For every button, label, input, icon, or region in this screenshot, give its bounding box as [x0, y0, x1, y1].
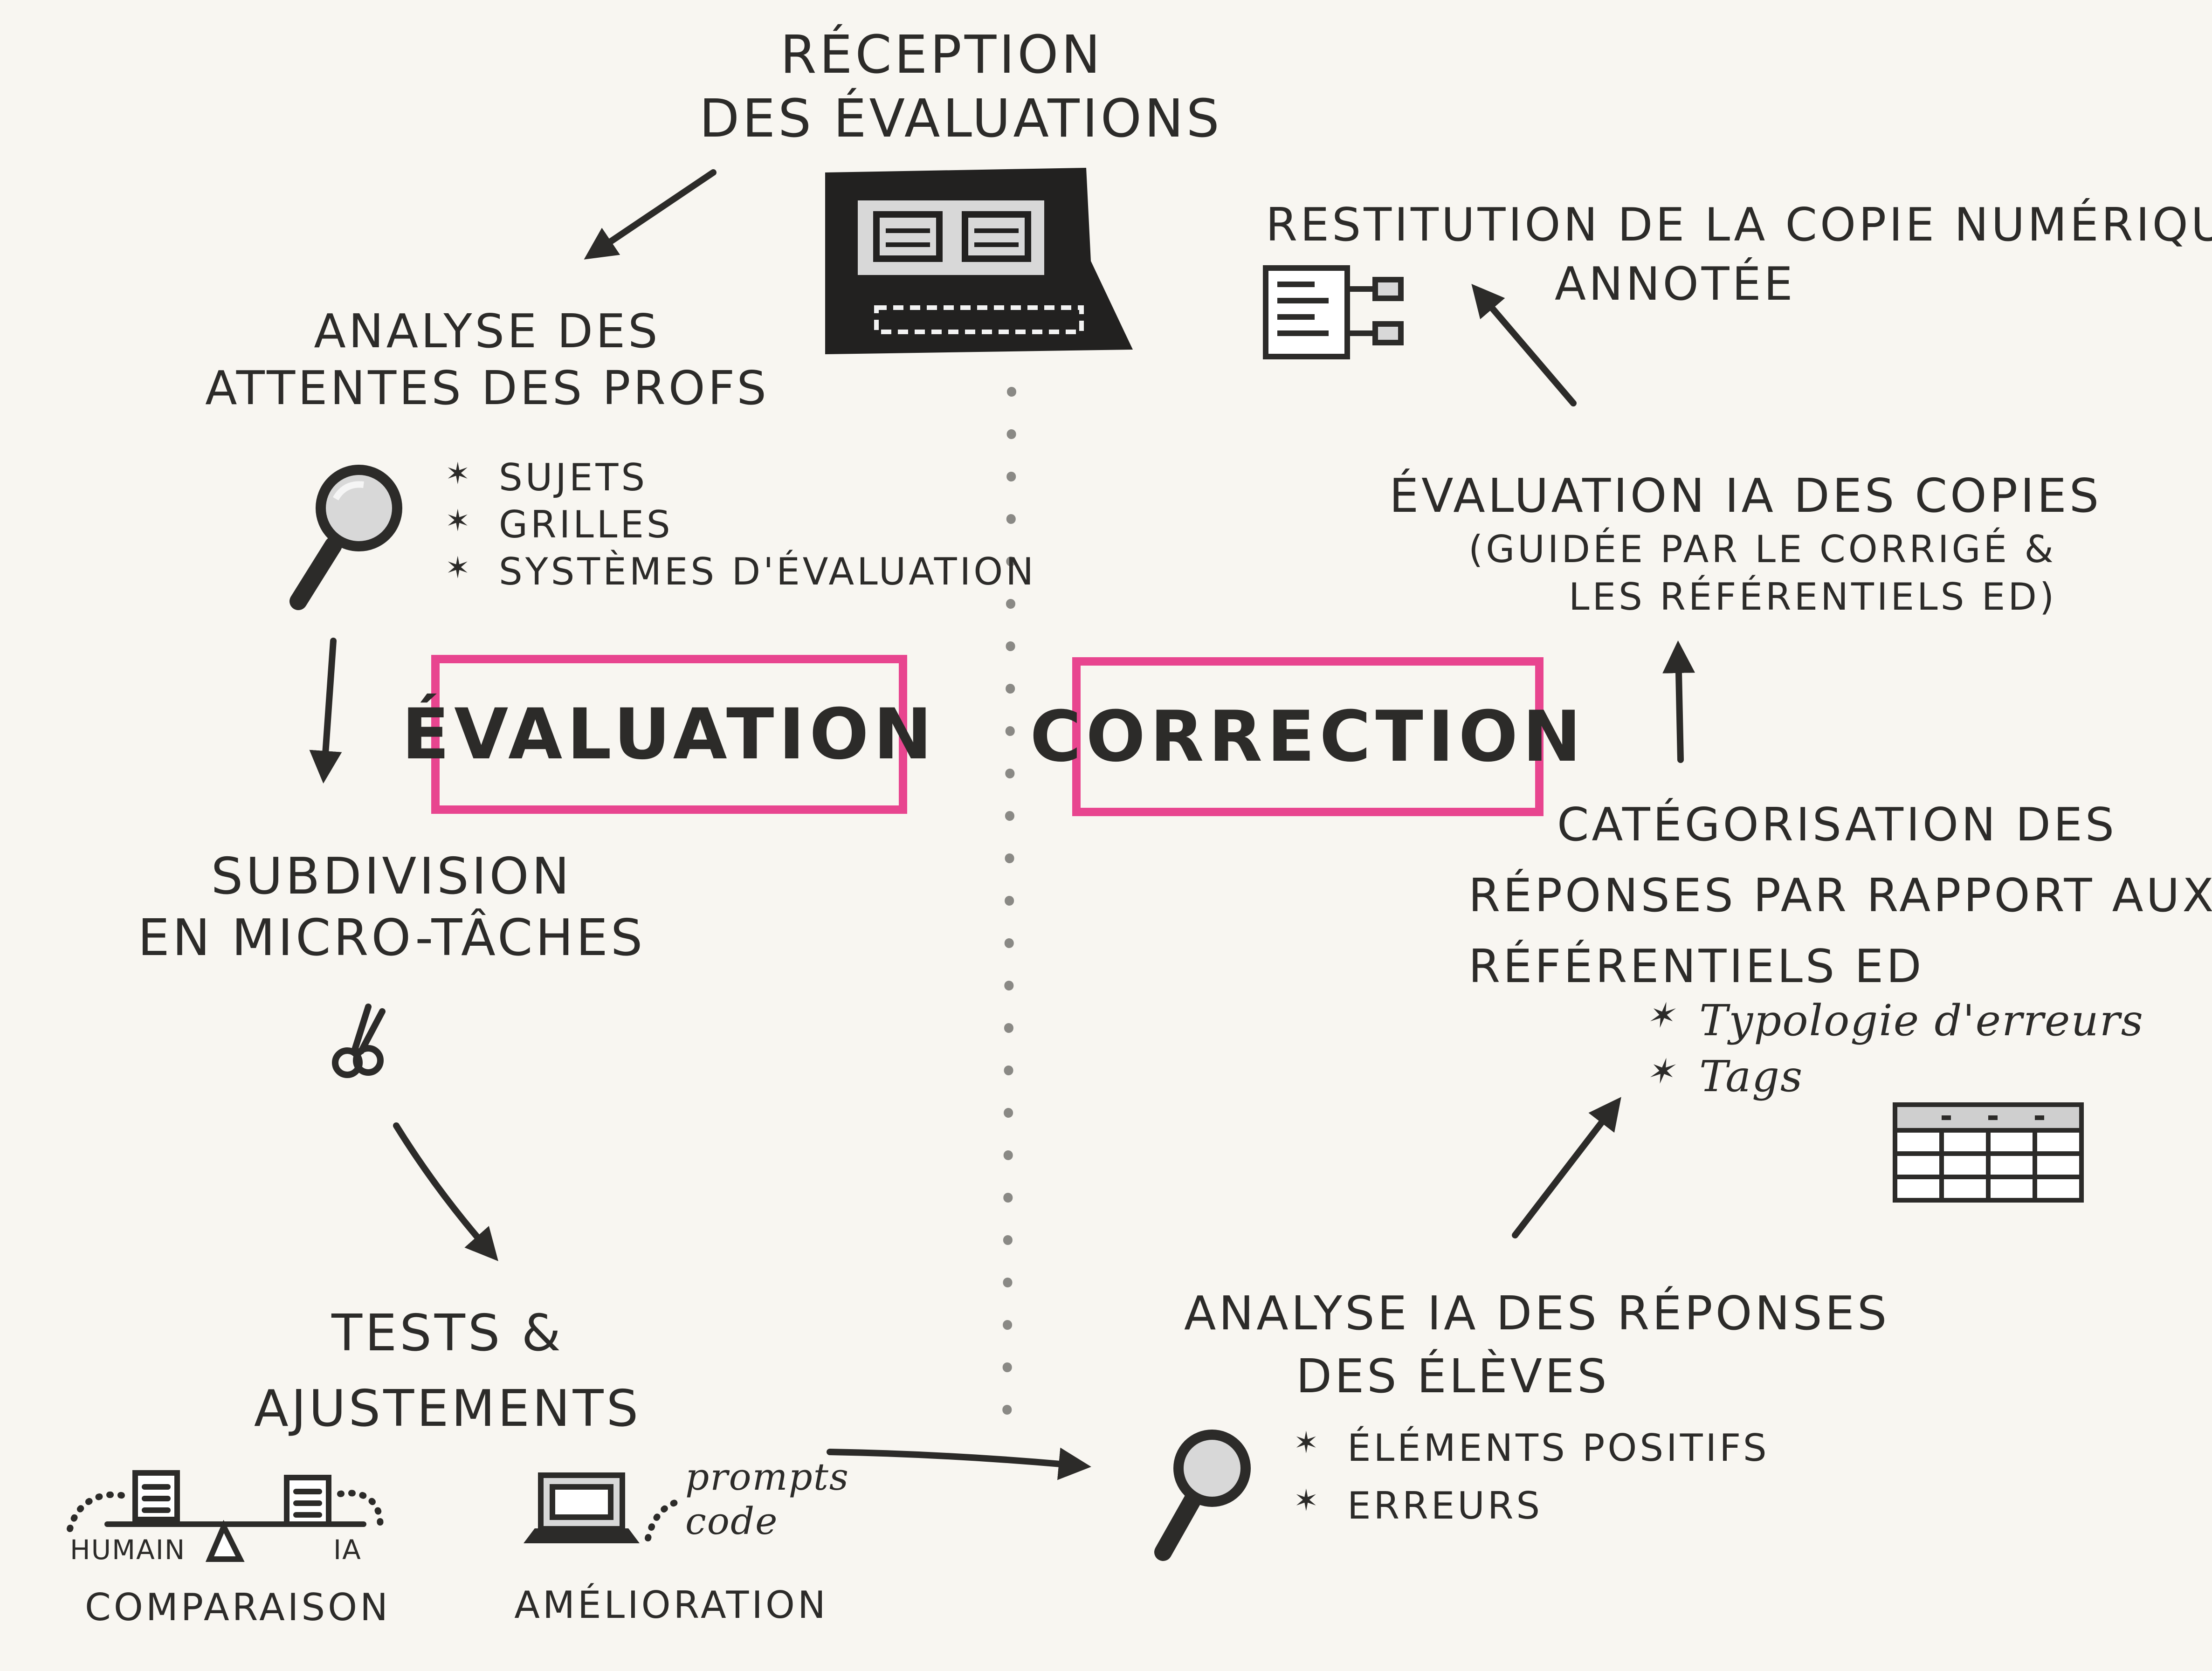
- subdivision-line2: EN MICRO-TÂCHES: [138, 908, 646, 967]
- correction-box: CORRECTION: [1030, 657, 1581, 816]
- categorisation-line3: RÉFÉRENTIELS ED: [1468, 940, 1924, 993]
- comparaison-human-label: HUMAIN: [70, 1534, 186, 1566]
- list-item: ÉLÉMENTS POSITIFS: [1294, 1419, 1770, 1477]
- annotated-document-icon: [1263, 265, 1404, 359]
- correction-box-label: CORRECTION: [1030, 696, 1586, 777]
- arrow-categorisation-to-evaluation-ia: [1662, 640, 1695, 763]
- categorisation-line1: CATÉGORISATION DES: [1557, 798, 2117, 852]
- list-item: ERREURS: [1294, 1477, 1770, 1535]
- arrow-analyse-to-subdivision: [309, 638, 342, 784]
- evaluation-box-label: ÉVALUATION: [401, 694, 937, 775]
- scissors-icon: [332, 1004, 386, 1078]
- analyse-attentes-line2: ATTENTES DES PROFS: [205, 361, 769, 415]
- evaluation-ia-line2: (GUIDÉE PAR LE CORRIGÉ &: [1468, 528, 2056, 571]
- subdivision-label: SUBDIVISION EN MICRO-TÂCHES: [135, 846, 648, 969]
- arrow-tests-to-analyse-ia: [827, 1447, 1091, 1480]
- amelioration-title: AMÉLIORATION: [514, 1583, 828, 1627]
- list-item: Tags: [1646, 1049, 2144, 1105]
- tests-label: TESTS & AJUSTEMENTS: [219, 1296, 676, 1447]
- amelioration-note-code: code: [685, 1499, 779, 1543]
- evaluation-ia-title: ÉVALUATION IA DES COPIES (GUIDÉE PAR LE …: [1389, 466, 2102, 621]
- list-item: GRILLES: [445, 502, 1036, 549]
- arrow-analyse-ia-to-categorisation: [1512, 1097, 1621, 1238]
- analyse-ia-list: ÉLÉMENTS POSITIFS ERREURS: [1294, 1419, 1770, 1535]
- list-item: SUJETS: [445, 454, 1036, 502]
- reception-label: RÉCEPTION DES ÉVALUATIONS: [699, 23, 1222, 151]
- analyse-attentes-line1: ANALYSE DES: [314, 304, 661, 358]
- analyse-ia-line1: ANALYSE IA DES RÉPONSES: [1184, 1286, 1890, 1341]
- analyse-ia-line2: DES ÉLÈVES: [1296, 1349, 1610, 1403]
- arrow-subdivision-to-tests: [393, 1122, 498, 1261]
- categorisation-title: CATÉGORISATION DES RÉPONSES PAR RAPPORT …: [1468, 790, 2212, 1003]
- arrow-reception-to-analyse: [584, 169, 717, 260]
- restitution-line2: ANNOTÉE: [1555, 258, 1796, 311]
- evaluation-box: ÉVALUATION: [402, 655, 932, 814]
- categorisation-line2: RÉPONSES PAR RAPPORT AUX: [1468, 869, 2212, 922]
- list-item: Typologie d'erreurs: [1646, 993, 2144, 1049]
- small-laptop-icon: [524, 1472, 684, 1543]
- reception-line2: DES ÉVALUATIONS: [699, 88, 1222, 149]
- tests-line2: AJUSTEMENTS: [254, 1380, 641, 1438]
- evaluation-ia-line3: LES RÉFÉRENTIELS ED): [1569, 575, 2057, 619]
- restitution-line1: RESTITUTION DE LA COPIE NUMÉRIQUE: [1266, 199, 2212, 252]
- laptop-icon: [825, 168, 1133, 354]
- analyse-attentes-title: ANALYSE DES ATTENTES DES PROFS: [196, 303, 779, 417]
- analyse-attentes-list: SUJETS GRILLES SYSTÈMES D'ÉVALUATION: [445, 454, 1036, 595]
- list-item: SYSTÈMES D'ÉVALUATION: [445, 549, 1036, 596]
- balance-icon: [67, 1470, 384, 1562]
- analyse-ia-title: ANALYSE IA DES RÉPONSES DES ÉLÈVES: [1184, 1282, 1889, 1408]
- magnifier-icon-2: [1154, 1430, 1251, 1561]
- subdivision-line1: SUBDIVISION: [211, 847, 572, 906]
- amelioration-note-prompts: prompts: [685, 1455, 849, 1499]
- comparaison-title: COMPARAISON: [85, 1586, 391, 1629]
- grid-table-icon: [1893, 1102, 2084, 1203]
- categorisation-list: Typologie d'erreurs Tags: [1646, 993, 2144, 1104]
- tests-line1: TESTS &: [331, 1304, 564, 1362]
- comparaison-ia-label: IA: [333, 1534, 362, 1566]
- magnifier-icon: [289, 465, 402, 610]
- evaluation-ia-line1: ÉVALUATION IA DES COPIES: [1389, 468, 2102, 523]
- restitution-title: RESTITUTION DE LA COPIE NUMÉRIQUE ANNOTÉ…: [1266, 196, 2212, 315]
- arrow-evaluation-ia-to-restitution: [1471, 284, 1577, 406]
- reception-line1: RÉCEPTION: [780, 25, 1103, 85]
